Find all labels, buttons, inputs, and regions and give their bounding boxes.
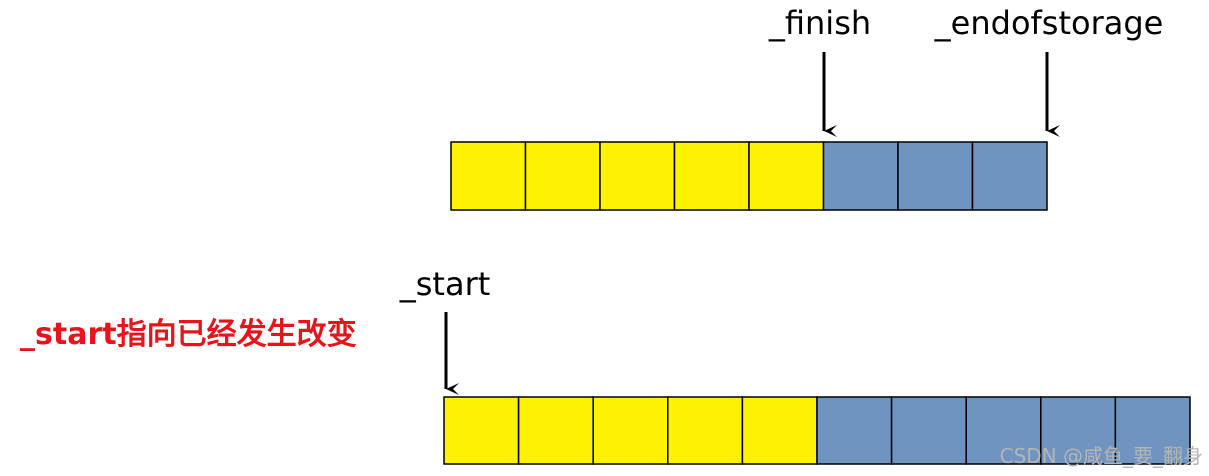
endofstorage-pointer: _endofstorage: [934, 4, 1164, 137]
csdn-watermark: CSDN @咸鱼_要_翻身: [1000, 444, 1203, 468]
top-used-cell-1: [450, 141, 527, 211]
bottom-free-cell-8: [965, 396, 1042, 465]
start-changed-note: _start指向已经发生改变: [20, 317, 357, 352]
top-used-cell-5: [748, 141, 825, 211]
bottom-used-cell-5: [741, 396, 818, 465]
finish-pointer: _finish: [768, 4, 871, 137]
endofstorage-label: _endofstorage: [934, 4, 1164, 42]
bottom-free-cell-7: [890, 396, 967, 465]
start-label: _start: [399, 265, 491, 303]
top-free-cell-8: [971, 141, 1048, 211]
finish-label: _finish: [768, 4, 871, 42]
top-used-cell-3: [599, 141, 676, 211]
bottom-free-cell-6: [816, 396, 893, 465]
bottom-used-cell-1: [443, 396, 520, 465]
bottom-array: [443, 396, 1191, 465]
bottom-used-cell-2: [517, 396, 594, 465]
bottom-free-cell-9: [1040, 396, 1117, 465]
top-array: [450, 141, 1048, 211]
top-free-cell-7: [897, 141, 974, 211]
start-pointer: _start: [399, 265, 491, 395]
top-used-cell-4: [673, 141, 750, 211]
top-used-cell-2: [524, 141, 601, 211]
bottom-free-cell-10: [1114, 396, 1191, 465]
bottom-used-cell-3: [592, 396, 669, 465]
bottom-used-cell-4: [667, 396, 744, 465]
top-free-cell-6: [822, 141, 899, 211]
